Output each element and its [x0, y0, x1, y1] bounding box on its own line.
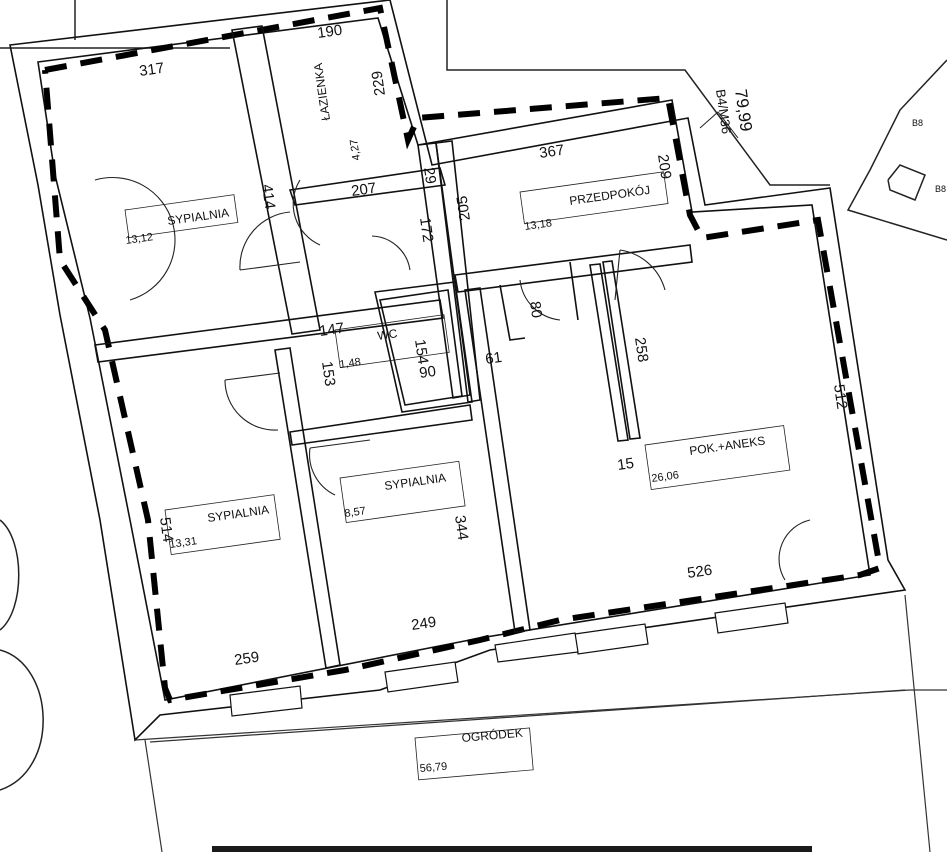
dimension-label: 229: [369, 70, 389, 97]
dimension-label: 526: [686, 562, 713, 582]
door-swings: [94, 176, 811, 581]
dimension-label: 514: [156, 516, 176, 543]
dimension-label: 80: [526, 300, 545, 319]
svg-text:13,31: 13,31: [169, 535, 198, 551]
neighbor-building-outline: [0, 0, 830, 186]
room-sypialnia-2: SYPIALNIA 13,31: [164, 494, 281, 556]
dimension-label: 317: [138, 60, 165, 80]
dimension-label: 259: [233, 649, 260, 669]
dimension-label: 205: [454, 195, 474, 222]
room-wc: WC 1,48: [334, 314, 450, 371]
dimension-label: 172: [416, 216, 436, 243]
room-ogrodek: OGRÓDEK 56,79: [414, 725, 534, 781]
site-curve: [0, 519, 44, 791]
room-lazienka: ŁAZIENKA 4,27: [311, 62, 363, 161]
dimension-label: 154: [411, 338, 431, 365]
neighbor-label: B8: [935, 184, 946, 194]
dimension-label: 209: [654, 153, 674, 180]
dimension-label: 29: [420, 166, 439, 185]
windows: [229, 602, 789, 717]
svg-text:26,06: 26,06: [651, 469, 680, 485]
svg-text:ŁAZIENKA: ŁAZIENKA: [311, 62, 333, 121]
dimension-label: 147: [318, 320, 345, 340]
thermal-boundary-dashed: [42, 4, 884, 704]
outer-wall: [9, 0, 907, 742]
unit-label: 79,99 B4/M36: [699, 88, 756, 139]
svg-text:8,57: 8,57: [344, 505, 367, 520]
dimension-labels: 317 190 229 414 207 29 172 205 367 209 8…: [138, 22, 850, 669]
svg-text:SYPIALNIA: SYPIALNIA: [206, 502, 269, 524]
garden-outline: [134, 594, 947, 852]
dimension-label: 207: [350, 180, 377, 200]
dimension-label: 512: [830, 383, 850, 410]
svg-text:1,48: 1,48: [339, 356, 362, 371]
dimension-label: 344: [451, 514, 471, 541]
svg-text:79,99: 79,99: [731, 88, 756, 133]
dimension-label: 249: [410, 614, 437, 634]
dimension-label: 61: [484, 349, 503, 368]
interior-walls: [94, 25, 693, 669]
neighbor-block: [846, 59, 947, 241]
svg-text:SYPIALNIA: SYPIALNIA: [383, 470, 446, 492]
dimension-label: 190: [316, 22, 343, 42]
neighbor-label: B8: [912, 118, 923, 128]
bottom-strip: [212, 846, 812, 852]
svg-text:OGRÓDEK: OGRÓDEK: [461, 725, 523, 745]
room-sypialnia-1: SYPIALNIA 13,12: [124, 194, 239, 247]
svg-text:13,18: 13,18: [524, 217, 553, 233]
room-pokoj-aneks: POK.+ANEKS 26,06: [644, 425, 791, 491]
room-sypialnia-3: SYPIALNIA 8,57: [339, 460, 466, 524]
svg-text:PRZEDPOKÓJ: PRZEDPOKÓJ: [568, 182, 651, 208]
svg-text:56,79: 56,79: [419, 761, 447, 775]
svg-text:13,12: 13,12: [125, 231, 154, 247]
svg-text:WC: WC: [376, 326, 398, 343]
dimension-label: 153: [318, 360, 338, 387]
room-przedpokoj: PRZEDPOKÓJ 13,18: [519, 171, 669, 233]
svg-text:4,27: 4,27: [348, 138, 363, 161]
svg-text:B4/M36: B4/M36: [713, 88, 734, 134]
dimension-label: 15: [616, 455, 635, 474]
dimension-label: 90: [418, 363, 437, 382]
dimension-label: 258: [631, 336, 651, 363]
dimension-label: 367: [538, 142, 565, 162]
dimension-label: 414: [258, 183, 278, 210]
